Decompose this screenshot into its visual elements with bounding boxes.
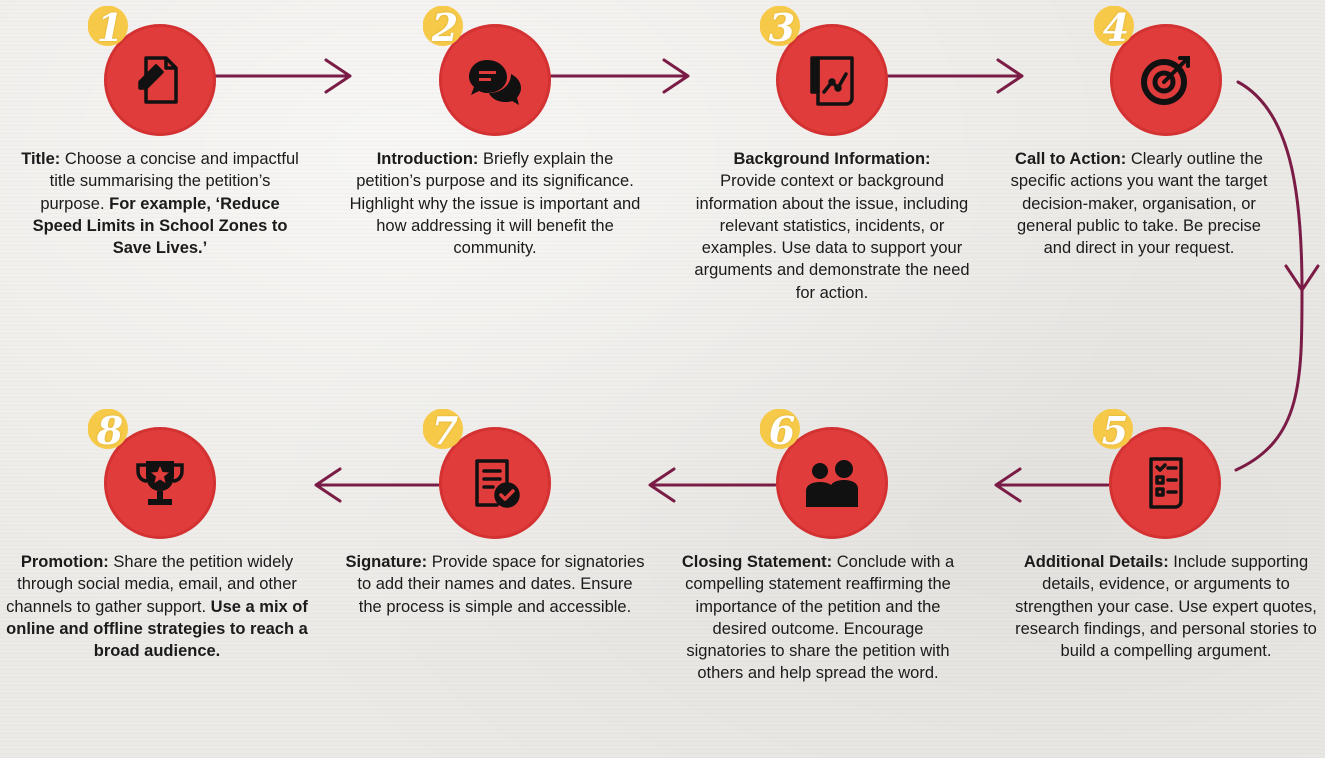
arrow-3-4 (885, 58, 1024, 94)
step-4: 4 (1094, 6, 1222, 136)
step-heading: Closing Statement: (681, 553, 833, 571)
arrow-2-3 (548, 58, 690, 94)
step-2: 2 (423, 6, 551, 136)
step-heading: Promotion: (20, 553, 109, 571)
step-7-description: Signature: Provide space for signatories… (345, 551, 645, 618)
step-body: Conclude with a compelling statement rea… (685, 553, 955, 683)
step-body: Clearly outline the specific actions you… (1010, 150, 1268, 258)
step-7: 7 (423, 409, 551, 539)
arrow-6-7 (648, 467, 777, 503)
step-number-badge: 2 (423, 6, 467, 50)
step-2-description: Introduction: Briefly explain the petiti… (348, 148, 642, 259)
step-5-description: Additional Details: Include supporting d… (1010, 551, 1322, 662)
step-number-badge: 7 (423, 409, 467, 453)
step-body: Briefly explain the petition’s purpose a… (349, 150, 641, 258)
step-8-description: Promotion: Share the petition widely thr… (2, 551, 312, 662)
step-body: Choose a concise and impactful title sum… (40, 150, 299, 213)
step-3: 3 (760, 6, 888, 136)
step-number-badge: 5 (1093, 409, 1137, 453)
document-check-icon (475, 459, 520, 508)
people-icon (806, 460, 858, 507)
step-number-badge: 1 (88, 6, 132, 50)
step-heading: Call to Action: (1015, 150, 1127, 168)
step-emphasis: For example, ‘Reduce Speed Limits in Sch… (32, 194, 288, 258)
chart-scroll-icon (810, 56, 854, 106)
step-8: 8 (88, 409, 216, 539)
target-icon (1141, 56, 1190, 105)
step-heading: Additional Details: (1023, 553, 1169, 571)
step-number-badge: 8 (88, 409, 132, 453)
step-heading: Background Information: (733, 150, 931, 168)
step-3-description: Background Information: Provide context … (690, 148, 974, 304)
step-6: 6 (760, 409, 888, 539)
step-number-badge: 6 (760, 409, 804, 453)
step-body: Include supporting details, evidence, or… (1015, 553, 1317, 661)
step-1: 1 (88, 6, 216, 136)
step-heading: Signature: (345, 553, 428, 571)
step-5: 5 (1093, 409, 1221, 539)
trophy-icon (136, 461, 184, 505)
step-emphasis: Use a mix of online and offline strategi… (6, 597, 308, 661)
step-circle (104, 24, 216, 136)
checklist-scroll-icon (1149, 457, 1183, 509)
arrow-5-6 (994, 467, 1110, 503)
document-edit-icon (138, 56, 178, 104)
step-number-badge: 4 (1094, 6, 1138, 50)
step-number-badge: 3 (760, 6, 804, 50)
arrow-1-2 (212, 58, 352, 94)
step-heading: Title: (21, 150, 61, 168)
step-body: Provide context or background informatio… (694, 172, 970, 302)
arrow-7-8 (314, 467, 442, 503)
arrow-4-5 (1234, 80, 1320, 472)
step-circle (1109, 427, 1221, 539)
step-body: Provide space for signatories to add the… (357, 553, 645, 616)
step-1-description: Title: Choose a concise and impactful ti… (20, 148, 300, 259)
step-6-description: Closing Statement: Conclude with a compe… (672, 551, 964, 685)
step-4-description: Call to Action: Clearly outline the spec… (1010, 148, 1268, 259)
chat-bubbles-icon (469, 60, 521, 105)
step-body: Share the petition widely through social… (6, 553, 297, 616)
step-heading: Introduction: (376, 150, 479, 168)
